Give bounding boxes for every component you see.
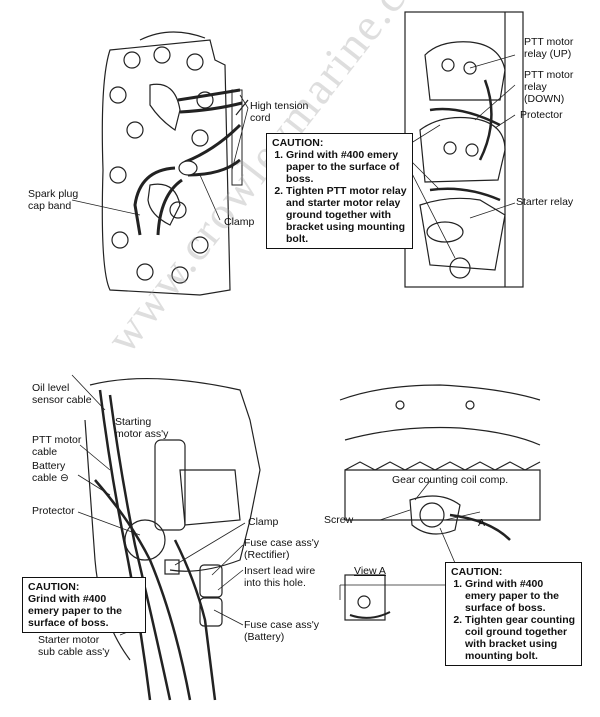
label-high-tension-cord: High tension cord (250, 100, 309, 124)
label-gear-counting-coil: Gear counting coil comp. (392, 474, 509, 486)
label-clamp-top: Clamp (224, 216, 255, 228)
caution-box-bottom-right: CAUTION: Grind with #400 emery paper to … (445, 562, 582, 666)
label-protector-top: Protector (520, 109, 563, 121)
caution-item: Grind with #400 emery paper to the surfa… (286, 149, 407, 185)
label-starter-motor-sub-cable: Starter motor sub cable ass'y (38, 634, 110, 658)
caution-text: Grind with #400 emery paper to the surfa… (28, 593, 122, 629)
label-ptt-motor-cable: PTT motor cable (32, 434, 82, 458)
label-view-a: View A (354, 565, 386, 577)
label-insert-lead-wire: Insert lead wire into this hole. (244, 565, 316, 589)
label-starting-motor: Starting motor ass'y (115, 416, 169, 440)
caution-item: Grind with #400 emery paper to the surfa… (465, 578, 576, 614)
label-ptt-relay-down: PTT motor relay (DOWN) (524, 69, 574, 105)
caution-item: Tighten PTT motor relay and starter moto… (286, 185, 407, 245)
caution-box-top: CAUTION: Grind with #400 emery paper to … (266, 133, 413, 249)
starter-wiring-drawing (84, 378, 261, 701)
relay-assembly-drawing (404, 11, 524, 288)
caution-box-bottom-left: CAUTION: Grind with #400 emery paper to … (22, 577, 146, 633)
label-battery-cable: Battery cable ⊖ (32, 460, 69, 484)
flywheel-drawing (339, 384, 541, 621)
label-screw: Screw (324, 514, 354, 526)
label-fuse-case-battery: Fuse case ass'y (Battery) (244, 619, 319, 643)
caution-title: CAUTION: (28, 581, 80, 593)
caution-title: CAUTION: (451, 566, 503, 578)
caution-item: Tighten gear counting coil ground togeth… (465, 614, 576, 662)
label-clamp-bottom: Clamp (248, 516, 279, 528)
label-ptt-relay-up: PTT motor relay (UP) (524, 36, 574, 60)
label-starter-relay: Starter relay (516, 196, 574, 208)
caution-title: CAUTION: (272, 137, 324, 149)
label-oil-level-sensor-cable: Oil level sensor cable (32, 382, 92, 406)
label-protector-bottom: Protector (32, 505, 75, 517)
label-spark-plug-cap-band: Spark plug cap band (28, 188, 79, 212)
cylinder-head-drawing (101, 31, 249, 296)
label-marker-a: A (478, 517, 486, 529)
label-fuse-case-rectifier: Fuse case ass'y (Rectifier) (244, 537, 319, 561)
